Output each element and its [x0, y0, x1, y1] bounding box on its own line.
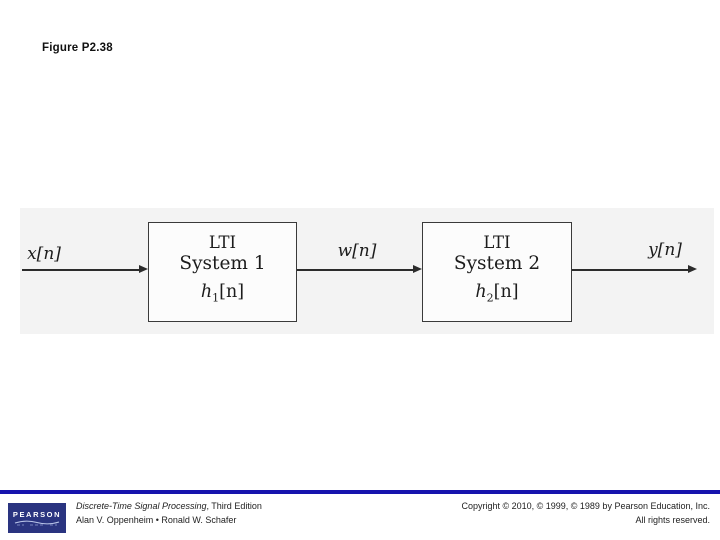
- lti-system-2-line1: LTI: [483, 232, 511, 252]
- lti-system-2-block: LTI System 2 h2[n]: [422, 222, 572, 322]
- pearson-logo: PEARSON: [8, 503, 66, 533]
- book-title-line: Discrete-Time Signal Processing, Third E…: [76, 501, 262, 511]
- footer-divider: [0, 490, 720, 494]
- lti-system-1-line1: LTI: [208, 232, 237, 252]
- figure-image-background: [20, 208, 714, 334]
- intermediate-signal-label: w[n]: [337, 241, 377, 261]
- output-arrow-shaft: [572, 269, 689, 271]
- pearson-logo-text: PEARSON: [12, 510, 62, 519]
- input-signal-label: x[n]: [27, 244, 61, 264]
- lti-system-1-line2: System 1: [179, 252, 266, 274]
- lti-system-1-block: LTI System 1 h1[n]: [148, 222, 297, 322]
- copyright-notice: Copyright © 2010, © 1999, © 1989 by Pear…: [461, 500, 710, 527]
- lti-system-2-line2: System 2: [453, 252, 541, 274]
- lti-system-2-impulse-response: h2[n]: [475, 281, 519, 305]
- pearson-logo-swash-icon: [14, 520, 60, 526]
- lti-system-1-impulse-response: h1[n]: [200, 281, 245, 305]
- output-arrow-head-icon: [688, 265, 697, 273]
- copyright-line-2: All rights reserved.: [635, 514, 710, 525]
- output-signal-label: y[n]: [648, 240, 682, 260]
- copyright-line-1: Copyright © 2010, © 1999, © 1989 by Pear…: [461, 501, 710, 511]
- input-arrow-shaft: [22, 269, 140, 271]
- figure-title: Figure P2.38: [42, 42, 113, 54]
- input-arrow-head-icon: [139, 265, 148, 273]
- intermediate-arrow-shaft: [297, 269, 414, 271]
- book-authors-line: Alan V. Oppenheim • Ronald W. Schafer: [76, 514, 237, 525]
- book-credit: Discrete-Time Signal Processing, Third E…: [76, 500, 262, 527]
- intermediate-arrow-head-icon: [413, 265, 422, 273]
